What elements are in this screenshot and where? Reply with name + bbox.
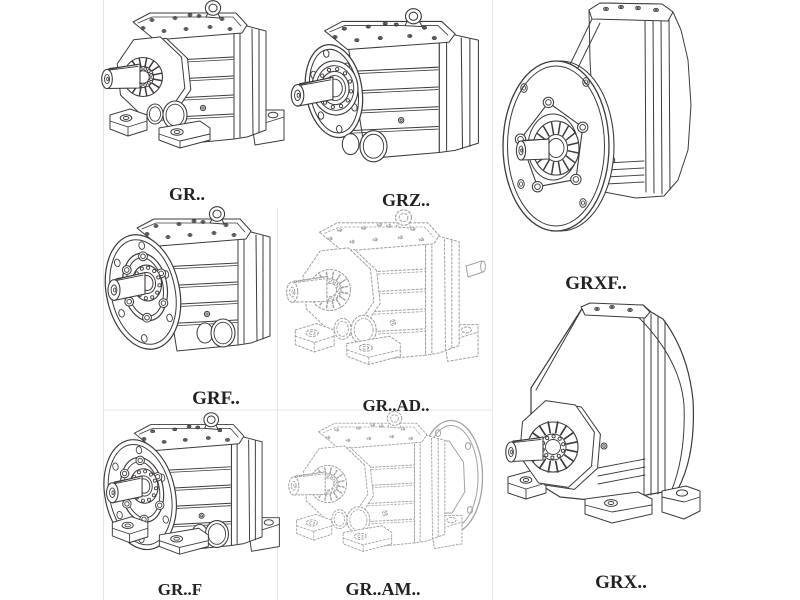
svg-text:GRZ..: GRZ..: [382, 190, 430, 210]
svg-text:GR..AM..: GR..AM..: [346, 579, 421, 599]
svg-text:GR..AD..: GR..AD..: [362, 396, 429, 415]
svg-text:GR..: GR..: [169, 184, 205, 204]
svg-text:GRXF..: GRXF..: [565, 273, 627, 294]
svg-text:GR..F: GR..F: [158, 580, 202, 599]
svg-text:GRF..: GRF..: [192, 388, 240, 409]
svg-text:GRX..: GRX..: [595, 572, 647, 593]
